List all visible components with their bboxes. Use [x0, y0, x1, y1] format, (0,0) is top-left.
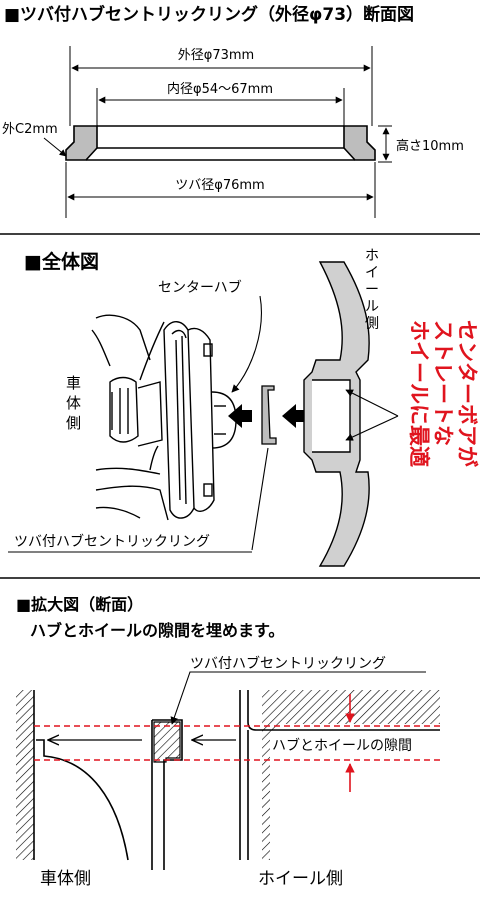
- assembly-arrow-2: [282, 404, 306, 428]
- chamfer-label: 外C2mm: [2, 122, 58, 137]
- svg-text:ホイールに最適: ホイールに最適: [407, 320, 431, 467]
- svg-text:体: 体: [66, 394, 81, 412]
- flange-dia-label: ツバ径φ76mm: [175, 178, 264, 193]
- svg-text:ストレートな: ストレートな: [431, 320, 455, 446]
- outer-dia-label: 外径φ73mm: [178, 48, 254, 63]
- svg-text:ー: ー: [365, 282, 379, 298]
- height-label: 高さ10mm: [396, 138, 464, 154]
- red-callout: センターボアが ストレートな ホイールに最適: [407, 320, 479, 467]
- car-side-label-overview: 車 体 側: [66, 374, 81, 432]
- wheel-side-label-enlarged: ホイール側: [258, 869, 343, 889]
- wheel-side-label-overview: ホ イ ー ル 側: [365, 248, 379, 332]
- gap-label: ハブとホイールの隙間: [272, 737, 412, 754]
- section2-title: ■全体図: [24, 250, 99, 273]
- svg-text:側: 側: [66, 414, 81, 432]
- section3-title: ■拡大図（断面）: [16, 595, 143, 614]
- wheel-wall: [262, 690, 440, 860]
- center-hub-label: センターハブ: [158, 279, 242, 296]
- ring-label-overview: ツバ付ハブセントリックリング: [14, 533, 210, 550]
- inner-dia-label: 内径φ54～67mm: [167, 81, 273, 97]
- svg-text:イ: イ: [365, 265, 379, 281]
- car-body-drawing: [91, 314, 169, 521]
- assembly-arrow-1: [228, 404, 252, 428]
- section3-subtitle: ハブとホイールの隙間を埋めます。: [30, 621, 284, 640]
- section-overview: ■全体図: [8, 248, 479, 567]
- svg-text:車: 車: [66, 374, 81, 392]
- section-cross-section: ■ツバ付ハブセントリックリング（外径φ73）断面図 外径φ73mm 内径φ54～…: [2, 4, 464, 218]
- section1-title: ■ツバ付ハブセントリックリング（外径φ73）断面図: [4, 4, 414, 25]
- car-body-wall: [16, 690, 34, 860]
- car-side-label-enlarged: 車体側: [40, 869, 91, 889]
- ring-left-section: [65, 125, 98, 161]
- section-enlarged: ■拡大図（断面） ハブとホイールの隙間を埋めます。 ツバ付ハブセントリックリング…: [16, 595, 440, 889]
- brake-disc-drawing: [163, 321, 237, 519]
- wheel-drawing: [303, 261, 370, 567]
- ring-label-enlarged: ツバ付ハブセントリックリング: [190, 655, 386, 672]
- svg-text:センターボアが: センターボアが: [455, 320, 479, 467]
- svg-text:ホ: ホ: [365, 248, 379, 264]
- hub-profile: [36, 739, 129, 861]
- ring-section-enlarged: [153, 721, 181, 763]
- ring-right-section: [343, 125, 376, 161]
- svg-text:側: 側: [365, 316, 379, 332]
- ring-small-drawing: [261, 385, 277, 445]
- svg-text:ル: ル: [365, 299, 379, 315]
